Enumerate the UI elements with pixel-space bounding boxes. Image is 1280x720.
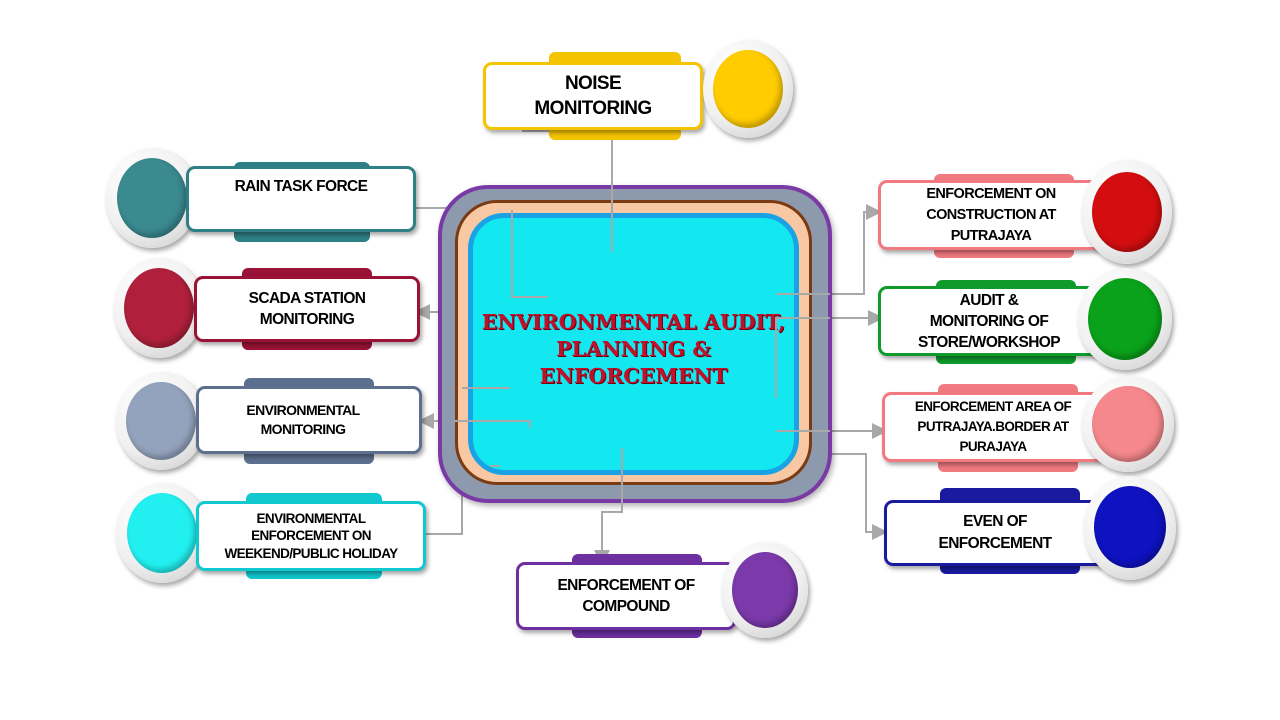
node-scada-station-monitoring: SCADA STATION MONITORING bbox=[114, 258, 420, 358]
node-ball-icon bbox=[127, 493, 197, 573]
node-tab bbox=[549, 52, 681, 64]
node-tab bbox=[940, 488, 1080, 500]
node-even-of-enforcement: EVEN OF ENFORCEMENT bbox=[884, 476, 1176, 580]
node-label: AUDIT & MONITORING OF STORE/WORKSHOP bbox=[917, 291, 1061, 351]
node-box: SCADA STATION MONITORING bbox=[194, 276, 420, 342]
node-audit-store-workshop: AUDIT & MONITORING OF STORE/WORKSHOP bbox=[878, 268, 1172, 372]
node-label: SCADA STATION MONITORING bbox=[248, 290, 366, 328]
node-tab bbox=[938, 460, 1078, 472]
node-weekend-enforcement: ENVIRONMENTAL ENFORCEMENT ON WEEKEND/PUB… bbox=[116, 483, 426, 583]
node-ball-icon bbox=[117, 158, 187, 238]
node-label: NOISE MONITORING bbox=[534, 73, 652, 119]
node-tab bbox=[234, 230, 370, 242]
center-title: ENVIRONMENTAL AUDIT, PLANNING & ENFORCEM… bbox=[481, 309, 786, 388]
connector-even bbox=[822, 453, 888, 540]
node-label: ENVIRONMENTAL ENFORCEMENT ON WEEKEND/PUB… bbox=[224, 510, 398, 561]
node-box: ENFORCEMENT ON CONSTRUCTION AT PUTRAJAYA bbox=[878, 180, 1104, 250]
node-ball-icon bbox=[126, 382, 196, 460]
node-box: ENFORCEMENT AREA OF PUTRAJAYA.BORDER AT … bbox=[882, 392, 1104, 462]
node-label: ENFORCEMENT AREA OF PUTRAJAYA.BORDER AT … bbox=[914, 399, 1072, 454]
node-box: ENVIRONMENTAL MONITORING bbox=[196, 386, 422, 454]
node-noise-monitoring: NOISE MONITORING bbox=[483, 40, 793, 140]
node-box: ENFORCEMENT OF COMPOUND bbox=[516, 562, 736, 630]
node-box: NOISE MONITORING bbox=[483, 62, 703, 130]
node-environmental-monitoring: ENVIRONMENTAL MONITORING bbox=[116, 372, 422, 470]
node-box: AUDIT & MONITORING OF STORE/WORKSHOP bbox=[878, 286, 1100, 356]
node-enforcement-on-construction: ENFORCEMENT ON CONSTRUCTION AT PUTRAJAYA bbox=[878, 160, 1172, 264]
center-panel: ENVIRONMENTAL AUDIT, PLANNING & ENFORCEM… bbox=[468, 213, 799, 475]
node-rain-task-force: RAIN TASK FORCE bbox=[106, 148, 416, 248]
node-ball-icon bbox=[1092, 172, 1162, 252]
node-box: RAIN TASK FORCE bbox=[186, 166, 416, 232]
node-label: EVEN OF ENFORCEMENT bbox=[938, 513, 1052, 552]
node-tab bbox=[549, 128, 681, 140]
node-ball-icon bbox=[1088, 278, 1162, 360]
node-label: RAIN TASK FORCE bbox=[234, 178, 368, 195]
node-label: ENVIRONMENTAL MONITORING bbox=[246, 402, 360, 437]
node-ball-icon bbox=[124, 268, 194, 348]
node-enforcement-area: ENFORCEMENT AREA OF PUTRAJAYA.BORDER AT … bbox=[882, 376, 1174, 476]
node-label: ENFORCEMENT OF COMPOUND bbox=[557, 577, 695, 615]
node-box: EVEN OF ENFORCEMENT bbox=[884, 500, 1106, 566]
node-tab bbox=[244, 452, 374, 464]
node-ball-icon bbox=[1094, 486, 1166, 568]
node-label: ENFORCEMENT ON CONSTRUCTION AT PUTRAJAYA bbox=[926, 185, 1056, 244]
node-ball-icon bbox=[732, 552, 798, 628]
node-ball-icon bbox=[713, 50, 783, 128]
node-ball-icon bbox=[1092, 386, 1164, 462]
node-enforcement-of-compound: ENFORCEMENT OF COMPOUND bbox=[516, 542, 808, 642]
node-box: ENVIRONMENTAL ENFORCEMENT ON WEEKEND/PUB… bbox=[196, 501, 426, 571]
